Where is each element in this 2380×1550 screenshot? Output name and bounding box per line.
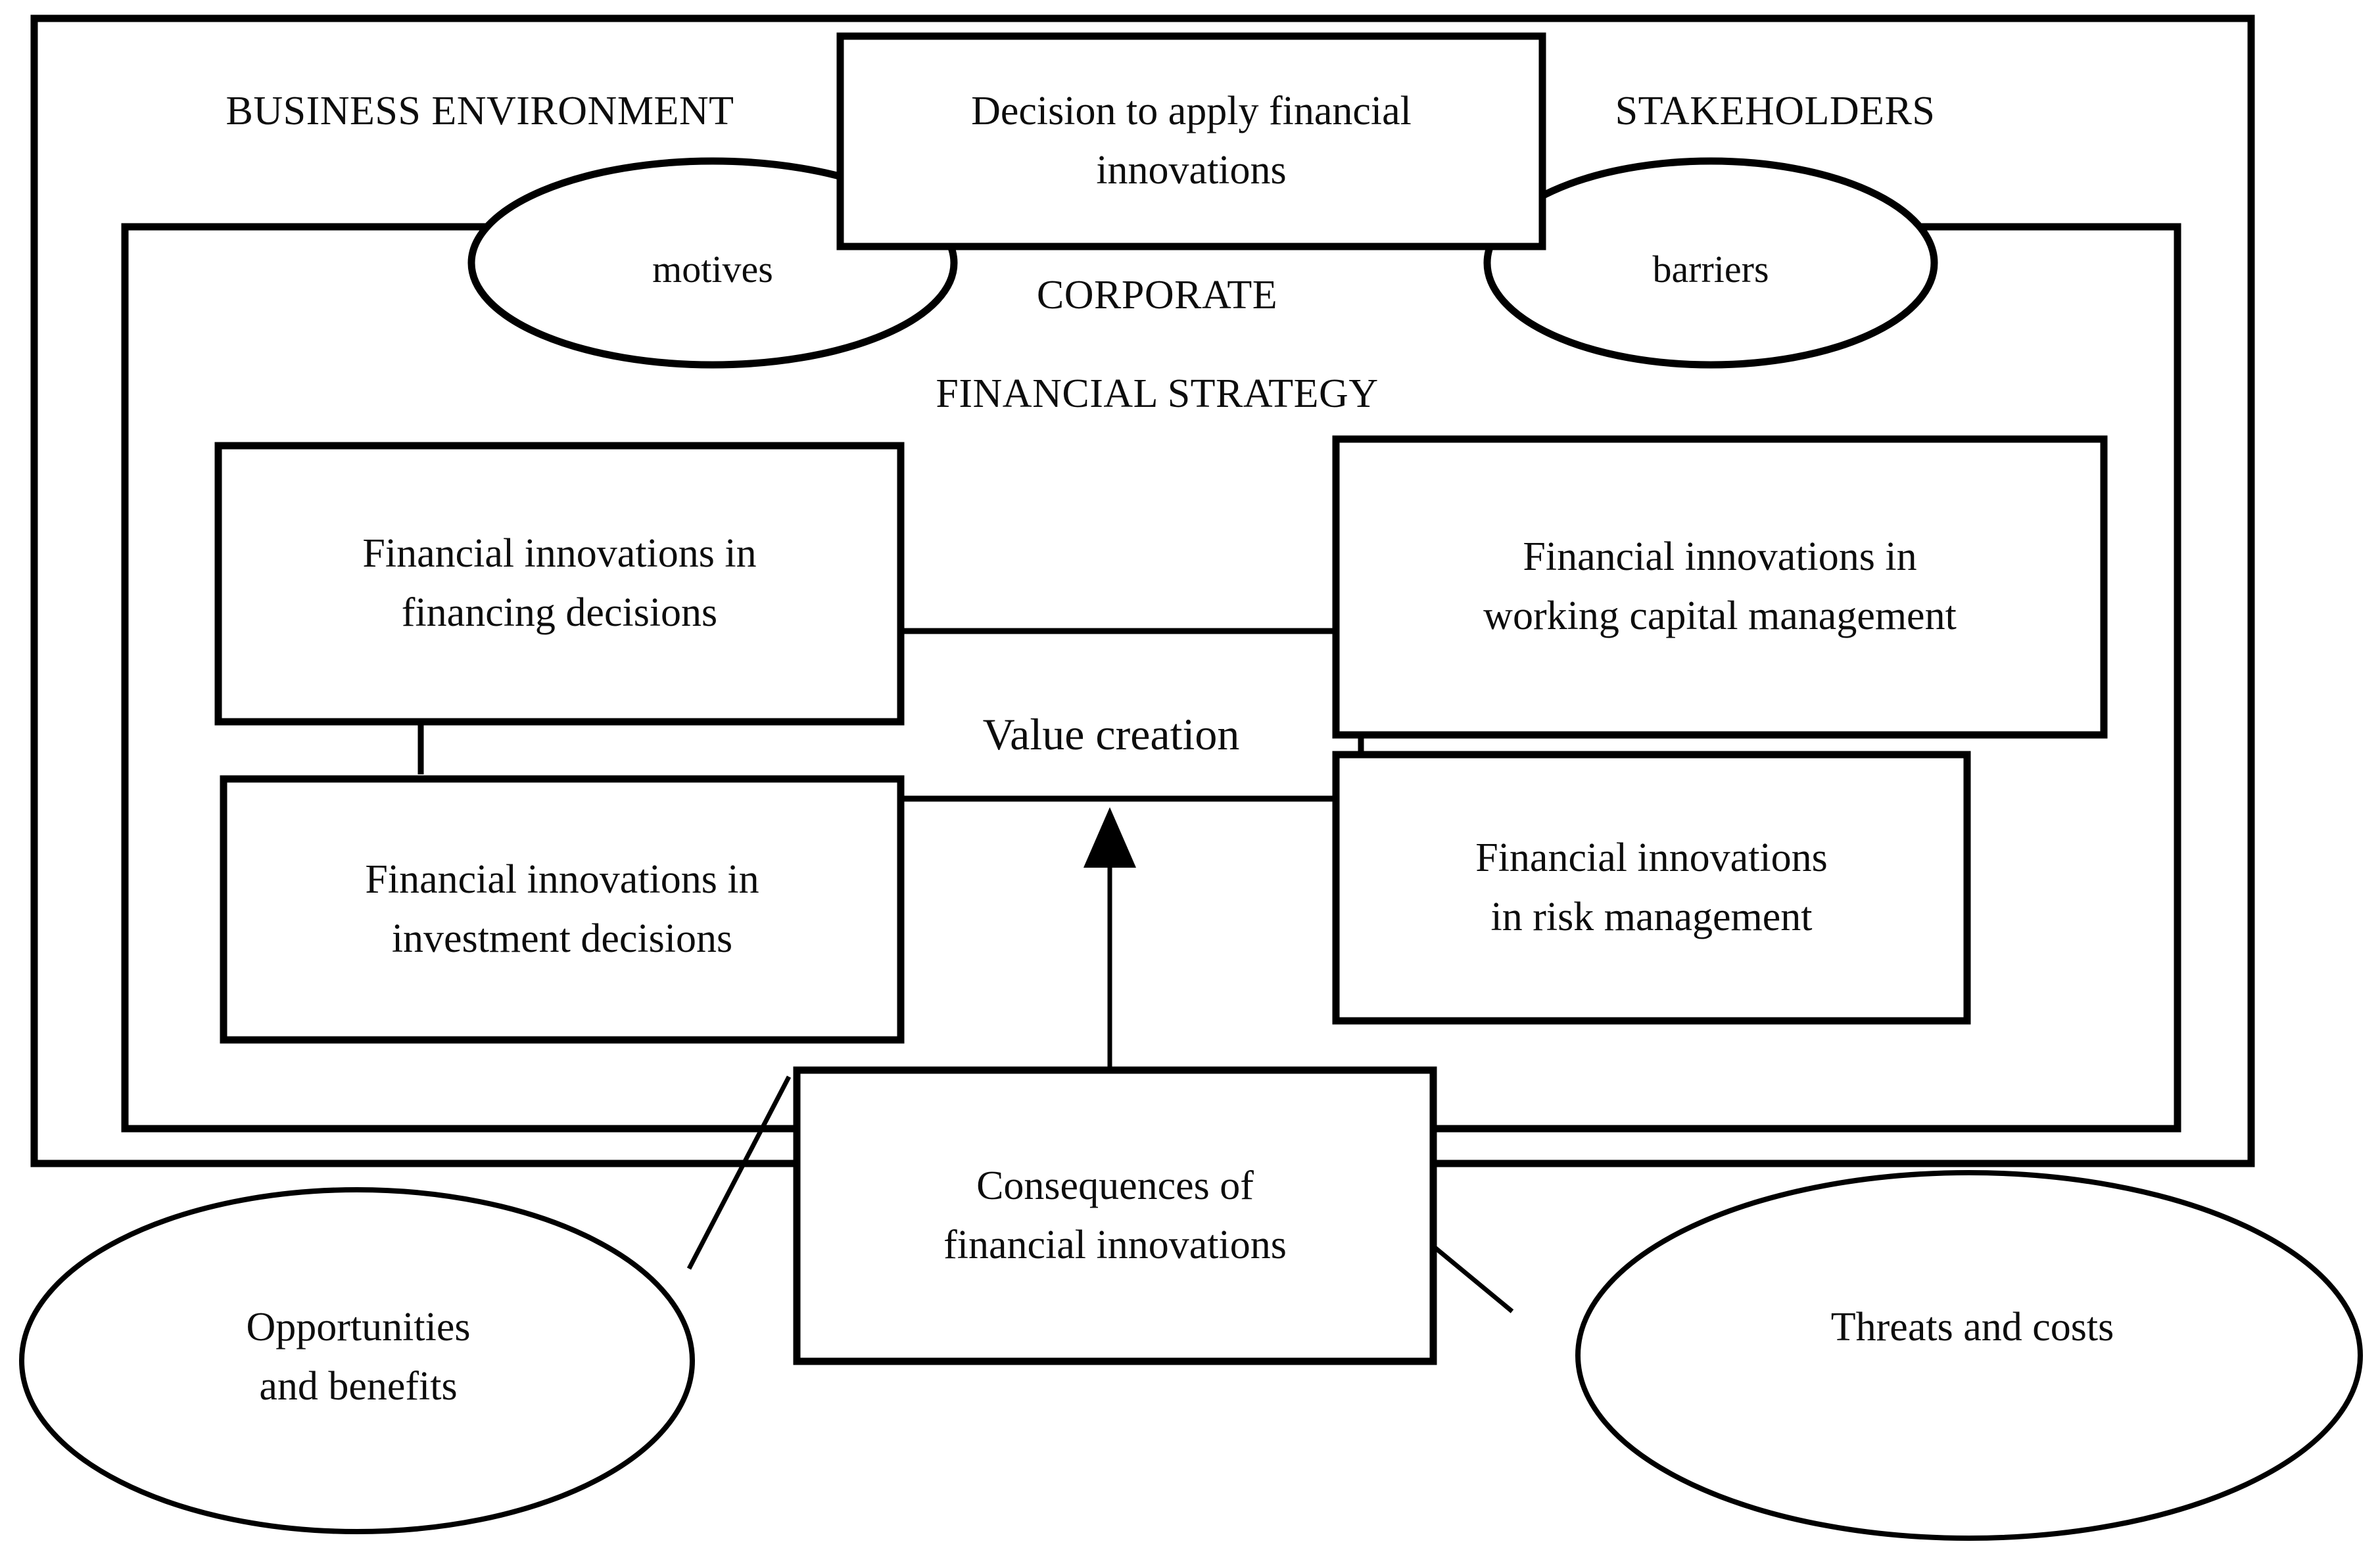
box-risk-management	[1332, 751, 1971, 1025]
box-consequences-of-financial-innovations	[793, 1066, 1437, 1365]
ellipse-motives	[467, 157, 958, 369]
box-investment-decisions	[220, 775, 905, 1044]
arrow-head-up-icon	[1083, 807, 1136, 868]
box-decision-to-apply-financial-innovations	[836, 32, 1546, 250]
ellipse-opportunities-and-benefits	[19, 1187, 695, 1534]
ellipse-threats-and-costs	[1575, 1170, 2363, 1541]
box-financing-decisions	[214, 442, 905, 726]
ellipse-barriers	[1483, 157, 1938, 369]
connector-consequences-to-opportunities	[686, 1075, 792, 1270]
box-working-capital-management	[1332, 435, 2108, 739]
